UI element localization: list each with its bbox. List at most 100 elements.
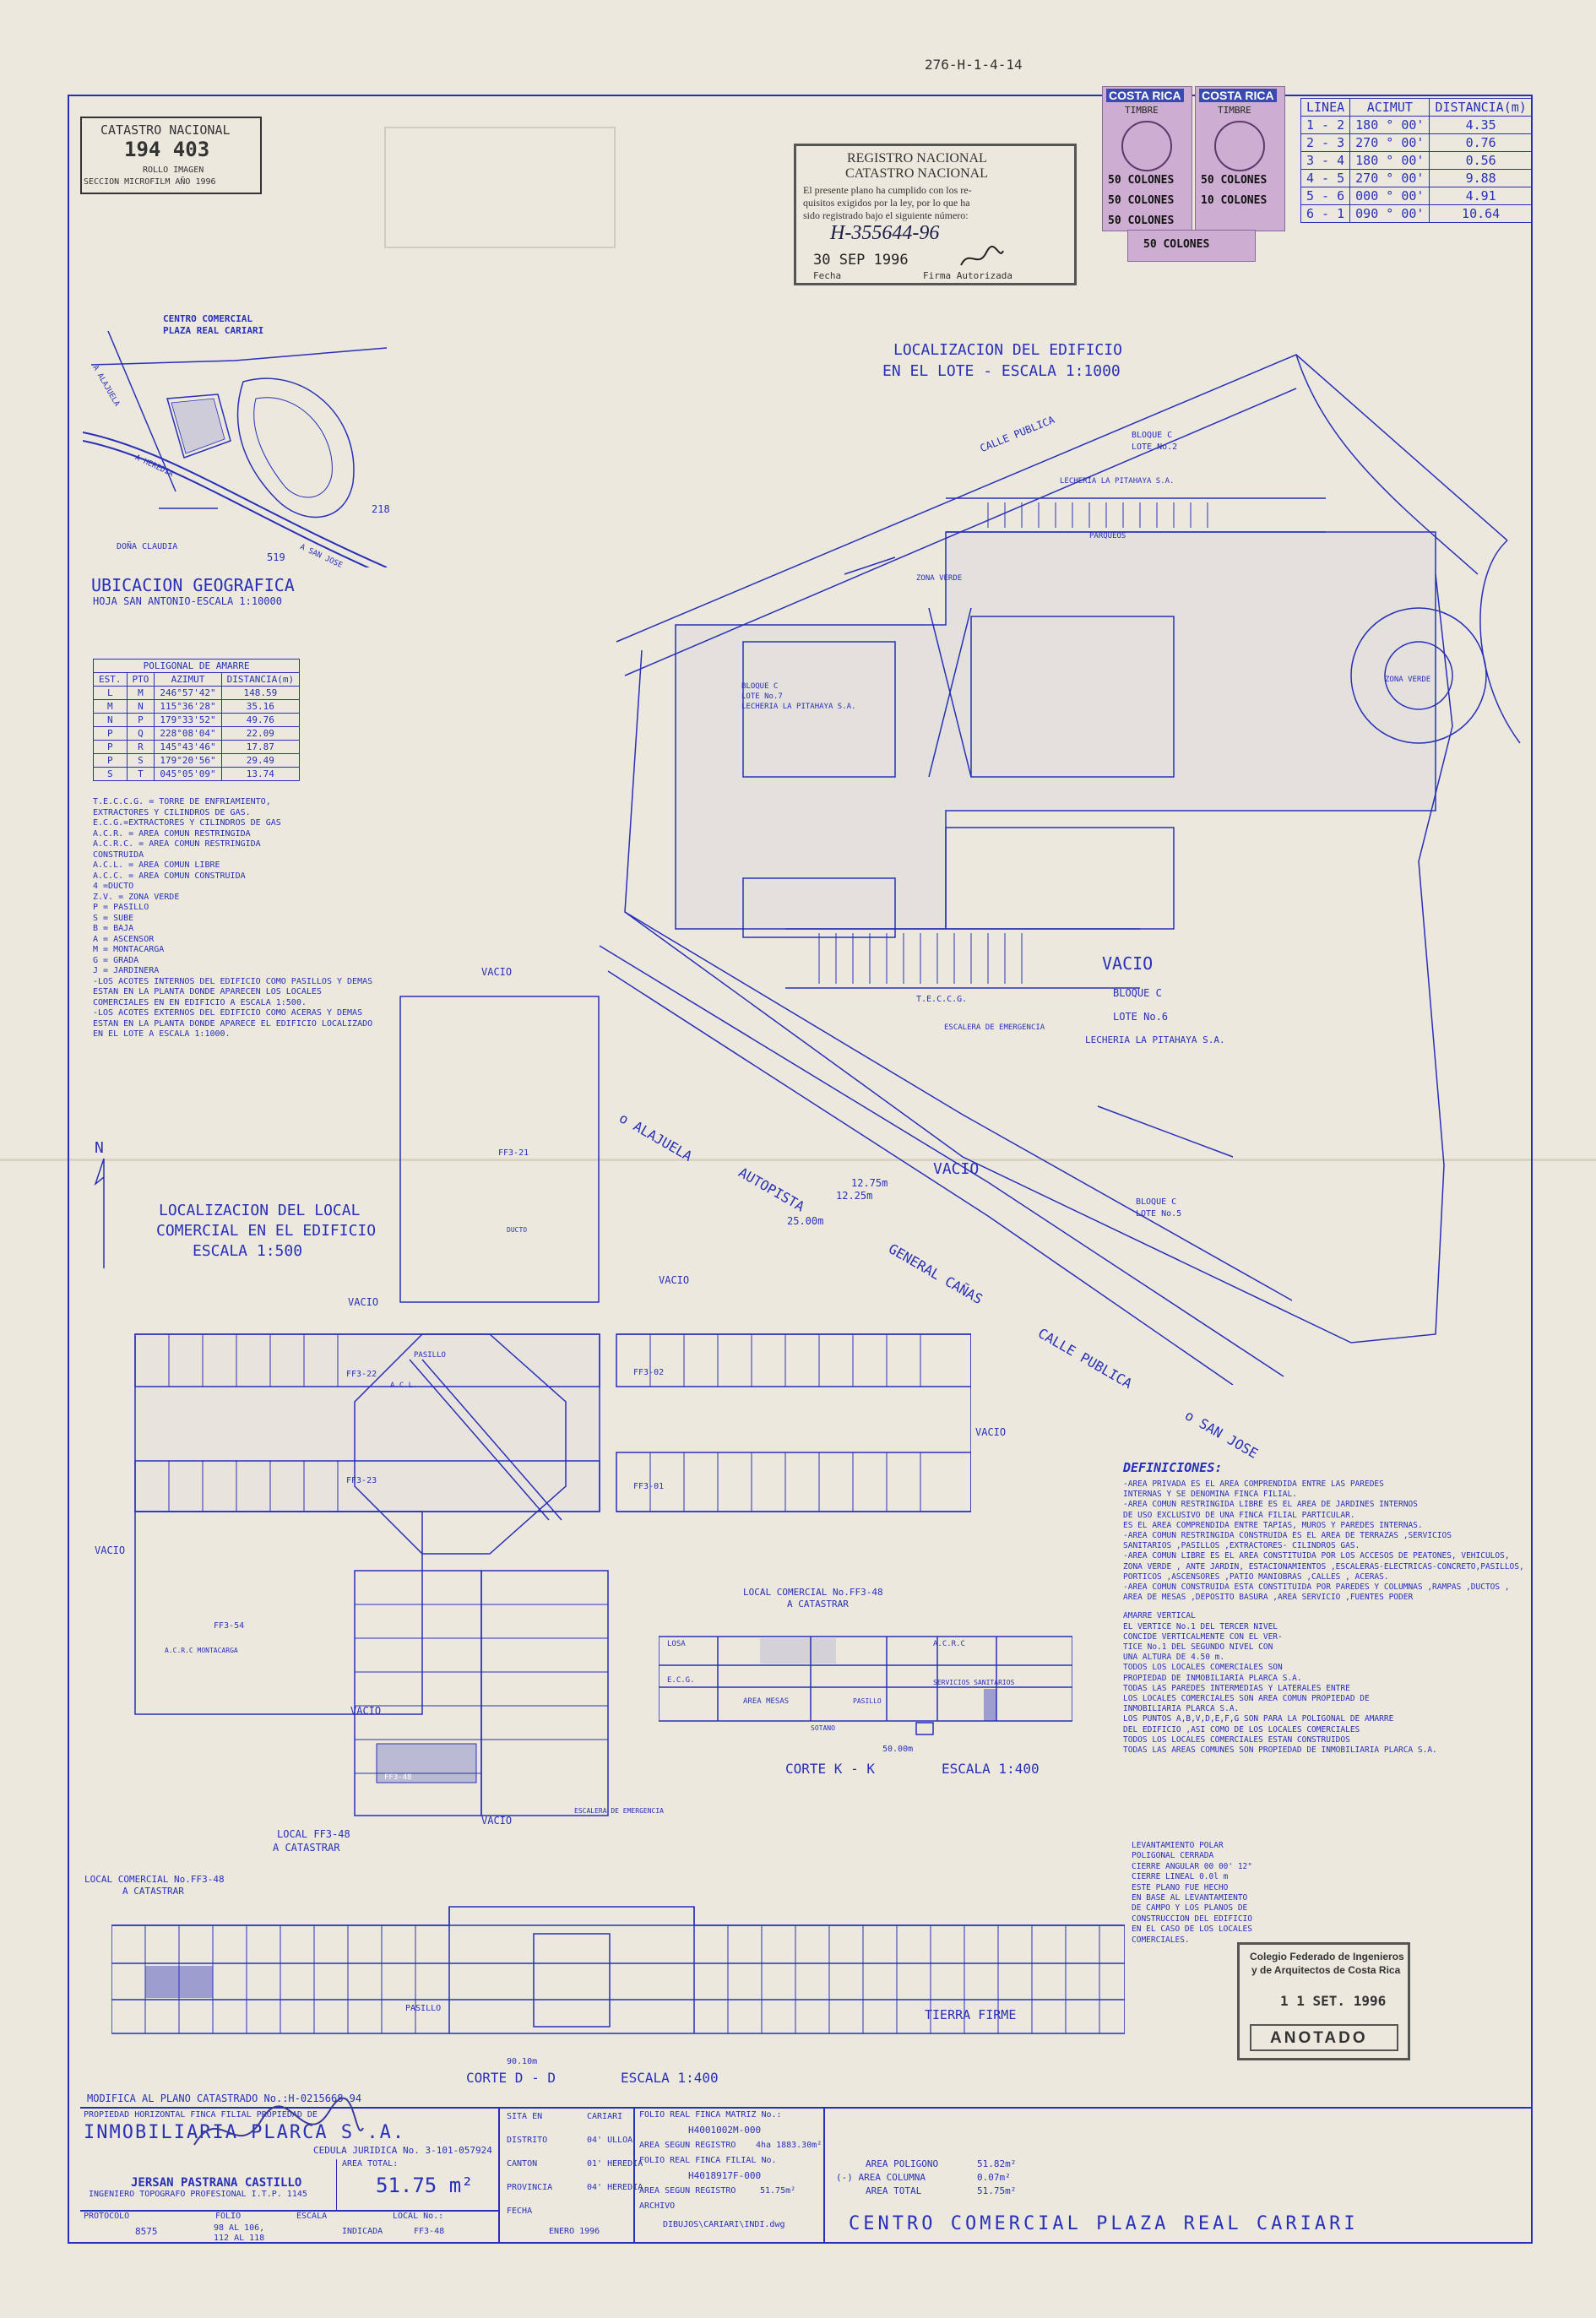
tb-folio-matriz-label: FOLIO REAL FINCA MATRIZ No.: <box>639 2110 782 2120</box>
tb-cedula: CEDULA JURIDICA No. 3-101-057924 <box>313 2145 492 2156</box>
tb-canton-label: CANTON <box>507 2159 538 2169</box>
tb-local-label: LOCAL No.: <box>393 2212 444 2221</box>
paper-fold <box>0 1159 1596 1161</box>
colegio-date: 1 1 SET. 1996 <box>1280 1993 1387 2009</box>
cell: P <box>93 740 128 754</box>
tb-area-registro-label: AREA SEGUN REGISTRO <box>639 2141 736 2150</box>
local-ff322: FF3-22 <box>346 1370 377 1379</box>
poligonal-header: EST. <box>93 672 128 687</box>
legend-line: M = MONTACARGA <box>93 945 165 954</box>
kk-servicios: SERVICIOS SANITARIOS <box>933 1679 1015 1686</box>
cell: 179°20'56" <box>154 753 222 768</box>
bearing-header: ACIMUT <box>1349 98 1430 117</box>
bearing-header: DISTANCIA(m) <box>1429 98 1533 117</box>
bearing-header: LINEA <box>1300 98 1351 117</box>
cell: 000 ° 00' <box>1349 187 1430 205</box>
site-escalera: ESCALERA DE EMERGENCIA <box>944 1023 1045 1032</box>
tb-engineer: JERSAN PASTRANA CASTILLO <box>131 2176 302 2190</box>
divider <box>80 2107 1533 2109</box>
tb-project: CENTRO COMERCIAL PLAZA REAL CARIARI <box>849 2213 1359 2234</box>
tb-sita: CARIARI <box>587 2112 623 2121</box>
site-zona-verde: ZONA VERDE <box>916 574 963 583</box>
legend-line: A.C.L. = AREA COMUN LIBRE <box>93 860 220 870</box>
kk-scale: ESCALA 1:400 <box>942 1761 1040 1777</box>
legend-line: ESTAN EN LA PLANTA DONDE APARECEN LOS LO… <box>93 987 322 996</box>
site-bloque-c2: BLOQUE C <box>1132 431 1173 440</box>
map-center-label: CENTRO COMERCIAL <box>163 313 252 324</box>
revenue-stamps: COSTA RICA TIMBRE 50 COLONES 50 COLONES … <box>1102 86 1288 280</box>
definition-line: DE USO EXCLUSIVO DE UNA FINCA FILIAL PAR… <box>1123 1510 1355 1520</box>
drawing-border <box>68 95 1533 2244</box>
cell: 148.59 <box>220 686 301 700</box>
local-title2: COMERCIAL EN EL EDIFICIO <box>156 1222 377 1240</box>
cell: 180 ° 00' <box>1349 116 1430 134</box>
local-vacio-west: VACIO <box>95 1544 126 1556</box>
site-lote6: LOTE No.6 <box>1113 1011 1169 1023</box>
definition-line: ZONA VERDE , ANTE JARDIN, ESTACIONAMIENT… <box>1123 1561 1524 1572</box>
definition-line: UNA ALTURA DE 4.50 m. <box>1123 1653 1225 1663</box>
legend-line: J = JARDINERA <box>93 966 160 975</box>
kk-total: 50.00m <box>882 1745 914 1754</box>
ubicacion-title: UBICACION GEOGRAFICA <box>91 575 295 595</box>
local-pasillo: PASILLO <box>414 1351 446 1360</box>
kk-label1: LOCAL COMERCIAL No.FF3-48 <box>743 1587 883 1598</box>
tb-protocolo: 8575 <box>135 2226 158 2237</box>
local-ff354: FF3-54 <box>214 1621 245 1631</box>
site-lecheria7: LECHERIA LA PITAHAYA S.A. <box>741 703 856 711</box>
cell: 0.56 <box>1429 151 1533 170</box>
legend-line: A.C.C. = AREA COMUN CONSTRUIDA <box>93 871 246 881</box>
local-vacio-left: VACIO <box>348 1296 379 1308</box>
cell: 4.35 <box>1429 116 1533 134</box>
divider <box>633 2107 635 2244</box>
tb-area-total2: 51.75m² <box>977 2185 1017 2196</box>
legend-line: T.E.C.C.G. = TORRE DE ENFRIAMIENTO, <box>93 797 271 806</box>
registro-fecha-label: Fecha <box>813 270 842 281</box>
cell: P <box>93 726 128 741</box>
tb-escala: INDICADA <box>342 2227 383 2236</box>
legend-line: COMERCIALES EN EN EDIFICIO A ESCALA 1:50… <box>93 997 307 1007</box>
colegio-stamp: Colegio Federado de Ingenieros y de Arqu… <box>1237 1942 1410 2060</box>
timbre-2-value: 50 COLONES <box>1201 174 1268 187</box>
map-dona: DOÑA CLAUDIA <box>117 542 178 551</box>
legend-line: G = GRADA <box>93 955 139 965</box>
site-bloque-c5: BLOQUE C <box>1136 1197 1177 1207</box>
site-bloque-c7: BLOQUE C <box>741 682 779 691</box>
tb-folio-label: FOLIO <box>215 2212 242 2221</box>
dd-total: 90.10m <box>507 2057 538 2066</box>
definition-line: -AREA COMUN CONSTRUIDA ESTA CONSTITUIDA … <box>1123 1582 1510 1593</box>
survey-note-line: COMERCIALES. <box>1132 1935 1190 1945</box>
definition-line: TODOS LOS LOCALES COMERCIALES ESTAN CONS… <box>1123 1734 1350 1745</box>
tb-folio-filial-label: FOLIO REAL FINCA FILIAL No. <box>639 2156 777 2165</box>
cell: 49.76 <box>220 713 301 727</box>
site-vacio-2: VACIO <box>933 1160 980 1178</box>
definition-line: PROPIEDAD DE INMOBILIARIA PLARCA S.A. <box>1123 1673 1302 1683</box>
timbre-2: COSTA RICA TIMBRE 50 COLONES 10 COLONES <box>1195 86 1285 231</box>
catastro-line2: SECCION MICROFILM AÑO 1996 <box>84 177 216 187</box>
tb-area-poligono: 51.82m² <box>977 2158 1017 2169</box>
cell: P <box>126 713 155 727</box>
site-bloque-c6: BLOQUE C <box>1113 987 1162 999</box>
tb-folio-filial: H4018917F-000 <box>688 2170 762 2181</box>
timbre-3-value: 50 COLONES <box>1108 194 1175 207</box>
site-title1: LOCALIZACION DEL EDIFICIO <box>893 341 1122 359</box>
ubicacion-subtitle: HOJA SAN ANTONIO-ESCALA 1:10000 <box>93 595 282 607</box>
cell: 1 - 2 <box>1300 116 1351 134</box>
cell: 4 - 5 <box>1300 169 1351 187</box>
cell: 246°57'42" <box>154 686 222 700</box>
definition-line: TODAS LAS AREAS COMUNES SON PROPIEDAD DE… <box>1123 1745 1437 1756</box>
tb-provincia-label: PROVINCIA <box>507 2183 553 2192</box>
definition-line: PORTICOS ,ASCENSORES ,PATIO MANIOBRAS ,C… <box>1123 1572 1389 1582</box>
tb-area: 51.75 m² <box>376 2174 474 2197</box>
tb-local: FF3-48 <box>414 2227 445 2236</box>
poligonal-title: POLIGONAL DE AMARRE <box>92 659 301 673</box>
catastro-title: CATASTRO NACIONAL <box>100 122 231 138</box>
cell: P <box>93 753 128 768</box>
tb-distrito-label: DISTRITO <box>507 2136 548 2145</box>
cell: 35.16 <box>220 699 301 714</box>
poligonal-header: AZIMUT <box>154 672 222 687</box>
